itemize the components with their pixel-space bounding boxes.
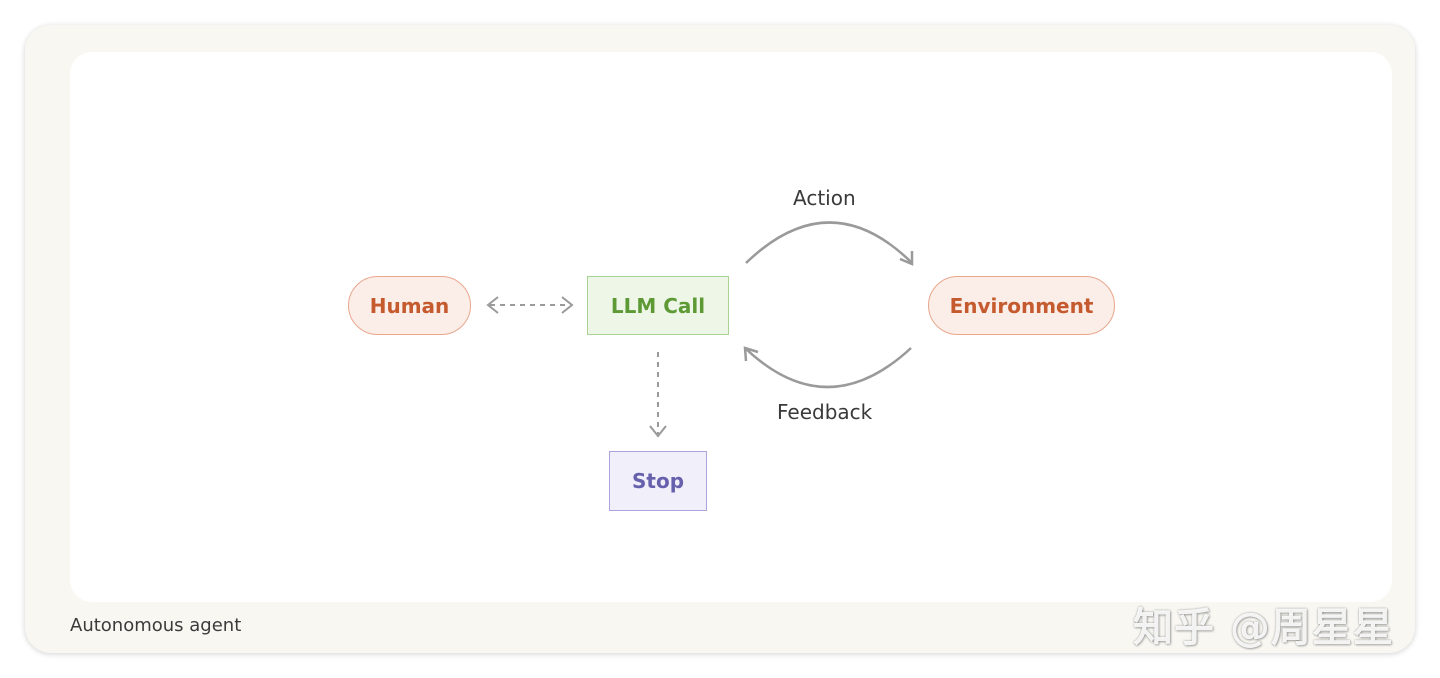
action-edge bbox=[745, 221, 914, 266]
figure-caption: Autonomous agent bbox=[70, 615, 242, 636]
feedback-label: Feedback bbox=[777, 400, 873, 424]
human-node: Human bbox=[348, 276, 471, 335]
llm-call-node-label: LLM Call bbox=[610, 293, 706, 318]
stop-node-label: Stop bbox=[631, 469, 685, 493]
action-label: Action bbox=[793, 186, 856, 210]
stop-node: Stop bbox=[609, 451, 707, 511]
feedback-edge bbox=[743, 346, 912, 389]
human-llm-edge bbox=[486, 296, 574, 314]
diagram-arrows bbox=[486, 221, 914, 438]
llm-stop-edge bbox=[649, 352, 667, 438]
environment-node: Environment bbox=[928, 276, 1115, 335]
llm-call-node: LLM Call bbox=[587, 276, 729, 335]
diagram-canvas: Human LLM Call Environment Stop Action F… bbox=[70, 52, 1392, 602]
environment-node-label: Environment bbox=[949, 293, 1094, 318]
human-node-label: Human bbox=[369, 293, 450, 318]
figure-frame: Human LLM Call Environment Stop Action F… bbox=[25, 25, 1415, 653]
watermark: 知乎 @周星星 bbox=[1133, 605, 1394, 651]
